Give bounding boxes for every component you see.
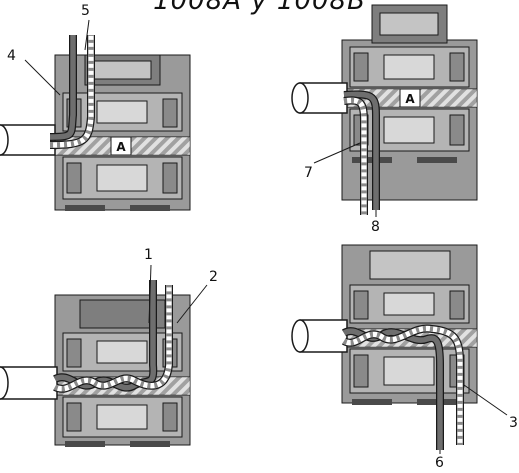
panel-bottom-right: 3 6 (291, 244, 518, 471)
wire-stripe-marks (49, 35, 94, 148)
keystone-jack (341, 244, 478, 405)
wire-stripe-marks (342, 325, 463, 445)
callout-label-4: 4 (7, 48, 16, 64)
box-letter: A (116, 140, 126, 154)
callout-line-1 (148, 264, 152, 324)
wire-stripe-marks (53, 285, 172, 392)
callout-label-6: 6 (435, 455, 444, 469)
callout-label-7: 7 (304, 165, 313, 181)
wire-stripe-marks (343, 97, 367, 215)
callout-line-7 (313, 142, 361, 164)
wire-dark (343, 91, 379, 210)
panel-top-right: A 7 8 (291, 4, 478, 235)
callout-line-5 (84, 19, 90, 51)
cable-jacket (0, 124, 56, 156)
cable-jacket (0, 366, 58, 400)
callout-label-3: 3 (509, 415, 518, 431)
callout-label-5: 5 (81, 3, 90, 19)
box-letter: A (405, 92, 415, 106)
diagram-caption: 1008A y 1008B (153, 0, 366, 16)
wire-dark (49, 35, 76, 140)
callout-line-2 (176, 284, 208, 324)
callout-line-4 (24, 59, 61, 96)
keystone-jack (54, 54, 191, 211)
callout-label-8: 8 (371, 219, 380, 235)
panel-bottom-left: 1 2 (0, 247, 218, 447)
box-letter-bg (110, 136, 132, 156)
callout-label-1: 1 (144, 247, 153, 263)
callout-label-2: 2 (209, 269, 218, 285)
box-letter-bg (399, 88, 421, 108)
panel-top-left: A 4 5 (0, 3, 191, 211)
callout-line-3 (463, 384, 508, 416)
